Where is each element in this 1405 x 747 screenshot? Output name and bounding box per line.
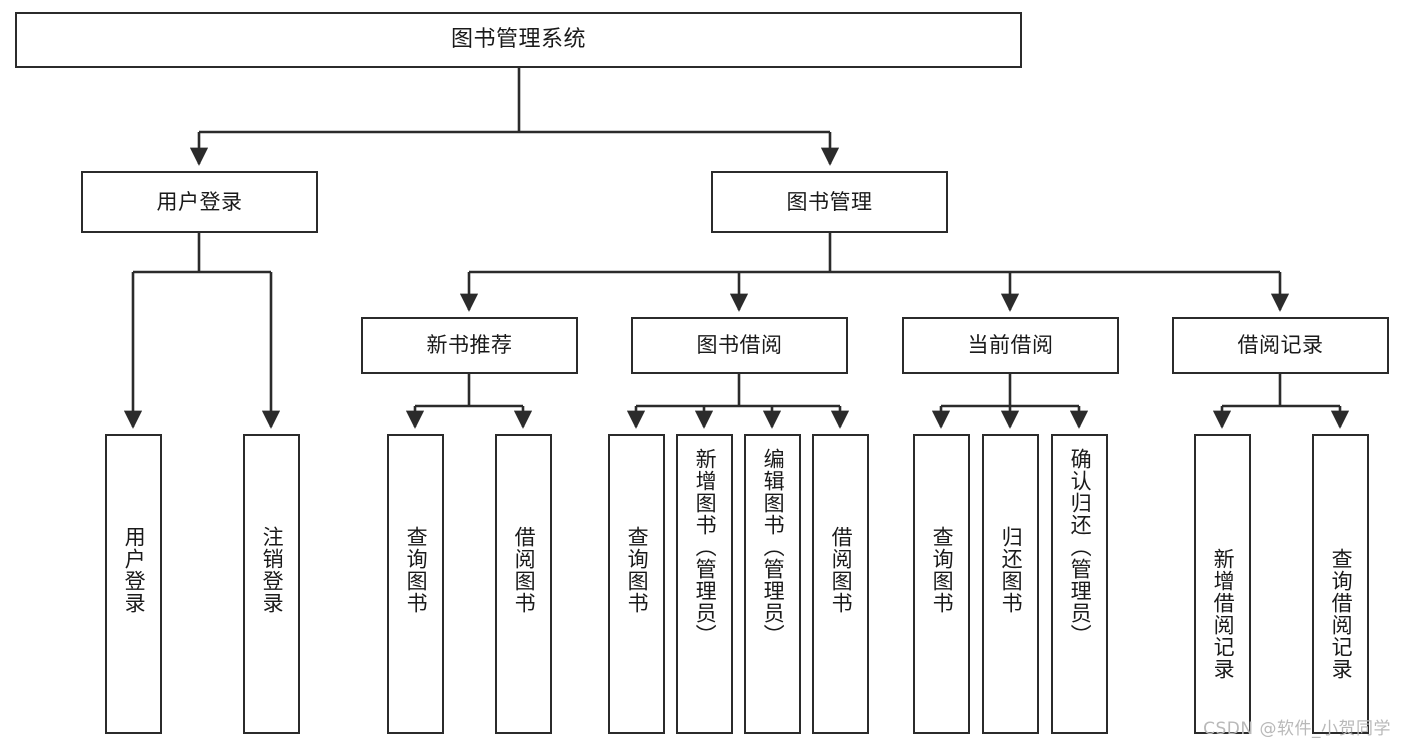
node-user-login[interactable]: 用户登录 bbox=[81, 171, 318, 233]
csdn-watermark: CSDN @软件_小贺同学 bbox=[1203, 719, 1391, 739]
leaf-book-borrow-edit-book-admin[interactable]: 编辑图书（管理员） bbox=[744, 434, 801, 734]
node-book-management[interactable]: 图书管理 bbox=[711, 171, 948, 233]
node-root-book-management-system[interactable]: 图书管理系统 bbox=[15, 12, 1022, 68]
leaf-label: 查询图书 bbox=[404, 526, 429, 614]
leaf-new-book-query-books[interactable]: 查询图书 bbox=[387, 434, 444, 734]
node-label: 当前借阅 bbox=[967, 333, 1054, 358]
leaf-label: 归还图书 bbox=[999, 526, 1024, 614]
leaf-label: 注销登录 bbox=[260, 526, 285, 614]
leaf-book-borrow-query-books[interactable]: 查询图书 bbox=[608, 434, 665, 734]
node-label: 用户登录 bbox=[156, 189, 243, 214]
node-new-book-recommend[interactable]: 新书推荐 bbox=[361, 317, 578, 374]
leaf-book-borrow-borrow-books[interactable]: 借阅图书 bbox=[812, 434, 869, 734]
node-current-borrow[interactable]: 当前借阅 bbox=[902, 317, 1119, 374]
leaf-label: 借阅图书 bbox=[512, 526, 537, 614]
leaf-label: 查询借阅记录 bbox=[1329, 548, 1354, 680]
leaf-current-borrow-confirm-return-admin[interactable]: 确认归还（管理员） bbox=[1051, 434, 1108, 734]
leaf-label: 新增图书（管理员） bbox=[693, 448, 718, 646]
leaf-label: 借阅图书 bbox=[829, 526, 854, 614]
leaf-label: 查询图书 bbox=[930, 526, 955, 614]
leaf-new-book-borrow-books[interactable]: 借阅图书 bbox=[495, 434, 552, 734]
node-book-borrow[interactable]: 图书借阅 bbox=[631, 317, 848, 374]
leaf-borrow-record-add-record[interactable]: 新增借阅记录 bbox=[1194, 434, 1251, 734]
leaf-user-login-sign-in[interactable]: 用户登录 bbox=[105, 434, 162, 734]
leaf-current-borrow-return-books[interactable]: 归还图书 bbox=[982, 434, 1039, 734]
leaf-user-login-sign-out[interactable]: 注销登录 bbox=[243, 434, 300, 734]
node-label: 图书借阅 bbox=[696, 333, 783, 358]
leaf-current-borrow-query-books[interactable]: 查询图书 bbox=[913, 434, 970, 734]
leaf-label: 查询图书 bbox=[625, 526, 650, 614]
leaf-book-borrow-add-book-admin[interactable]: 新增图书（管理员） bbox=[676, 434, 733, 734]
node-label: 图书管理 bbox=[786, 189, 873, 214]
leaf-label: 编辑图书（管理员） bbox=[761, 448, 786, 646]
leaf-borrow-record-query-record[interactable]: 查询借阅记录 bbox=[1312, 434, 1369, 734]
leaf-label: 新增借阅记录 bbox=[1211, 548, 1236, 680]
node-label: 新书推荐 bbox=[426, 333, 513, 358]
node-borrow-record[interactable]: 借阅记录 bbox=[1172, 317, 1389, 374]
node-label: 借阅记录 bbox=[1237, 333, 1324, 358]
leaf-label: 确认归还（管理员） bbox=[1068, 448, 1093, 646]
leaf-label: 用户登录 bbox=[122, 526, 147, 614]
node-label: 图书管理系统 bbox=[450, 27, 586, 53]
